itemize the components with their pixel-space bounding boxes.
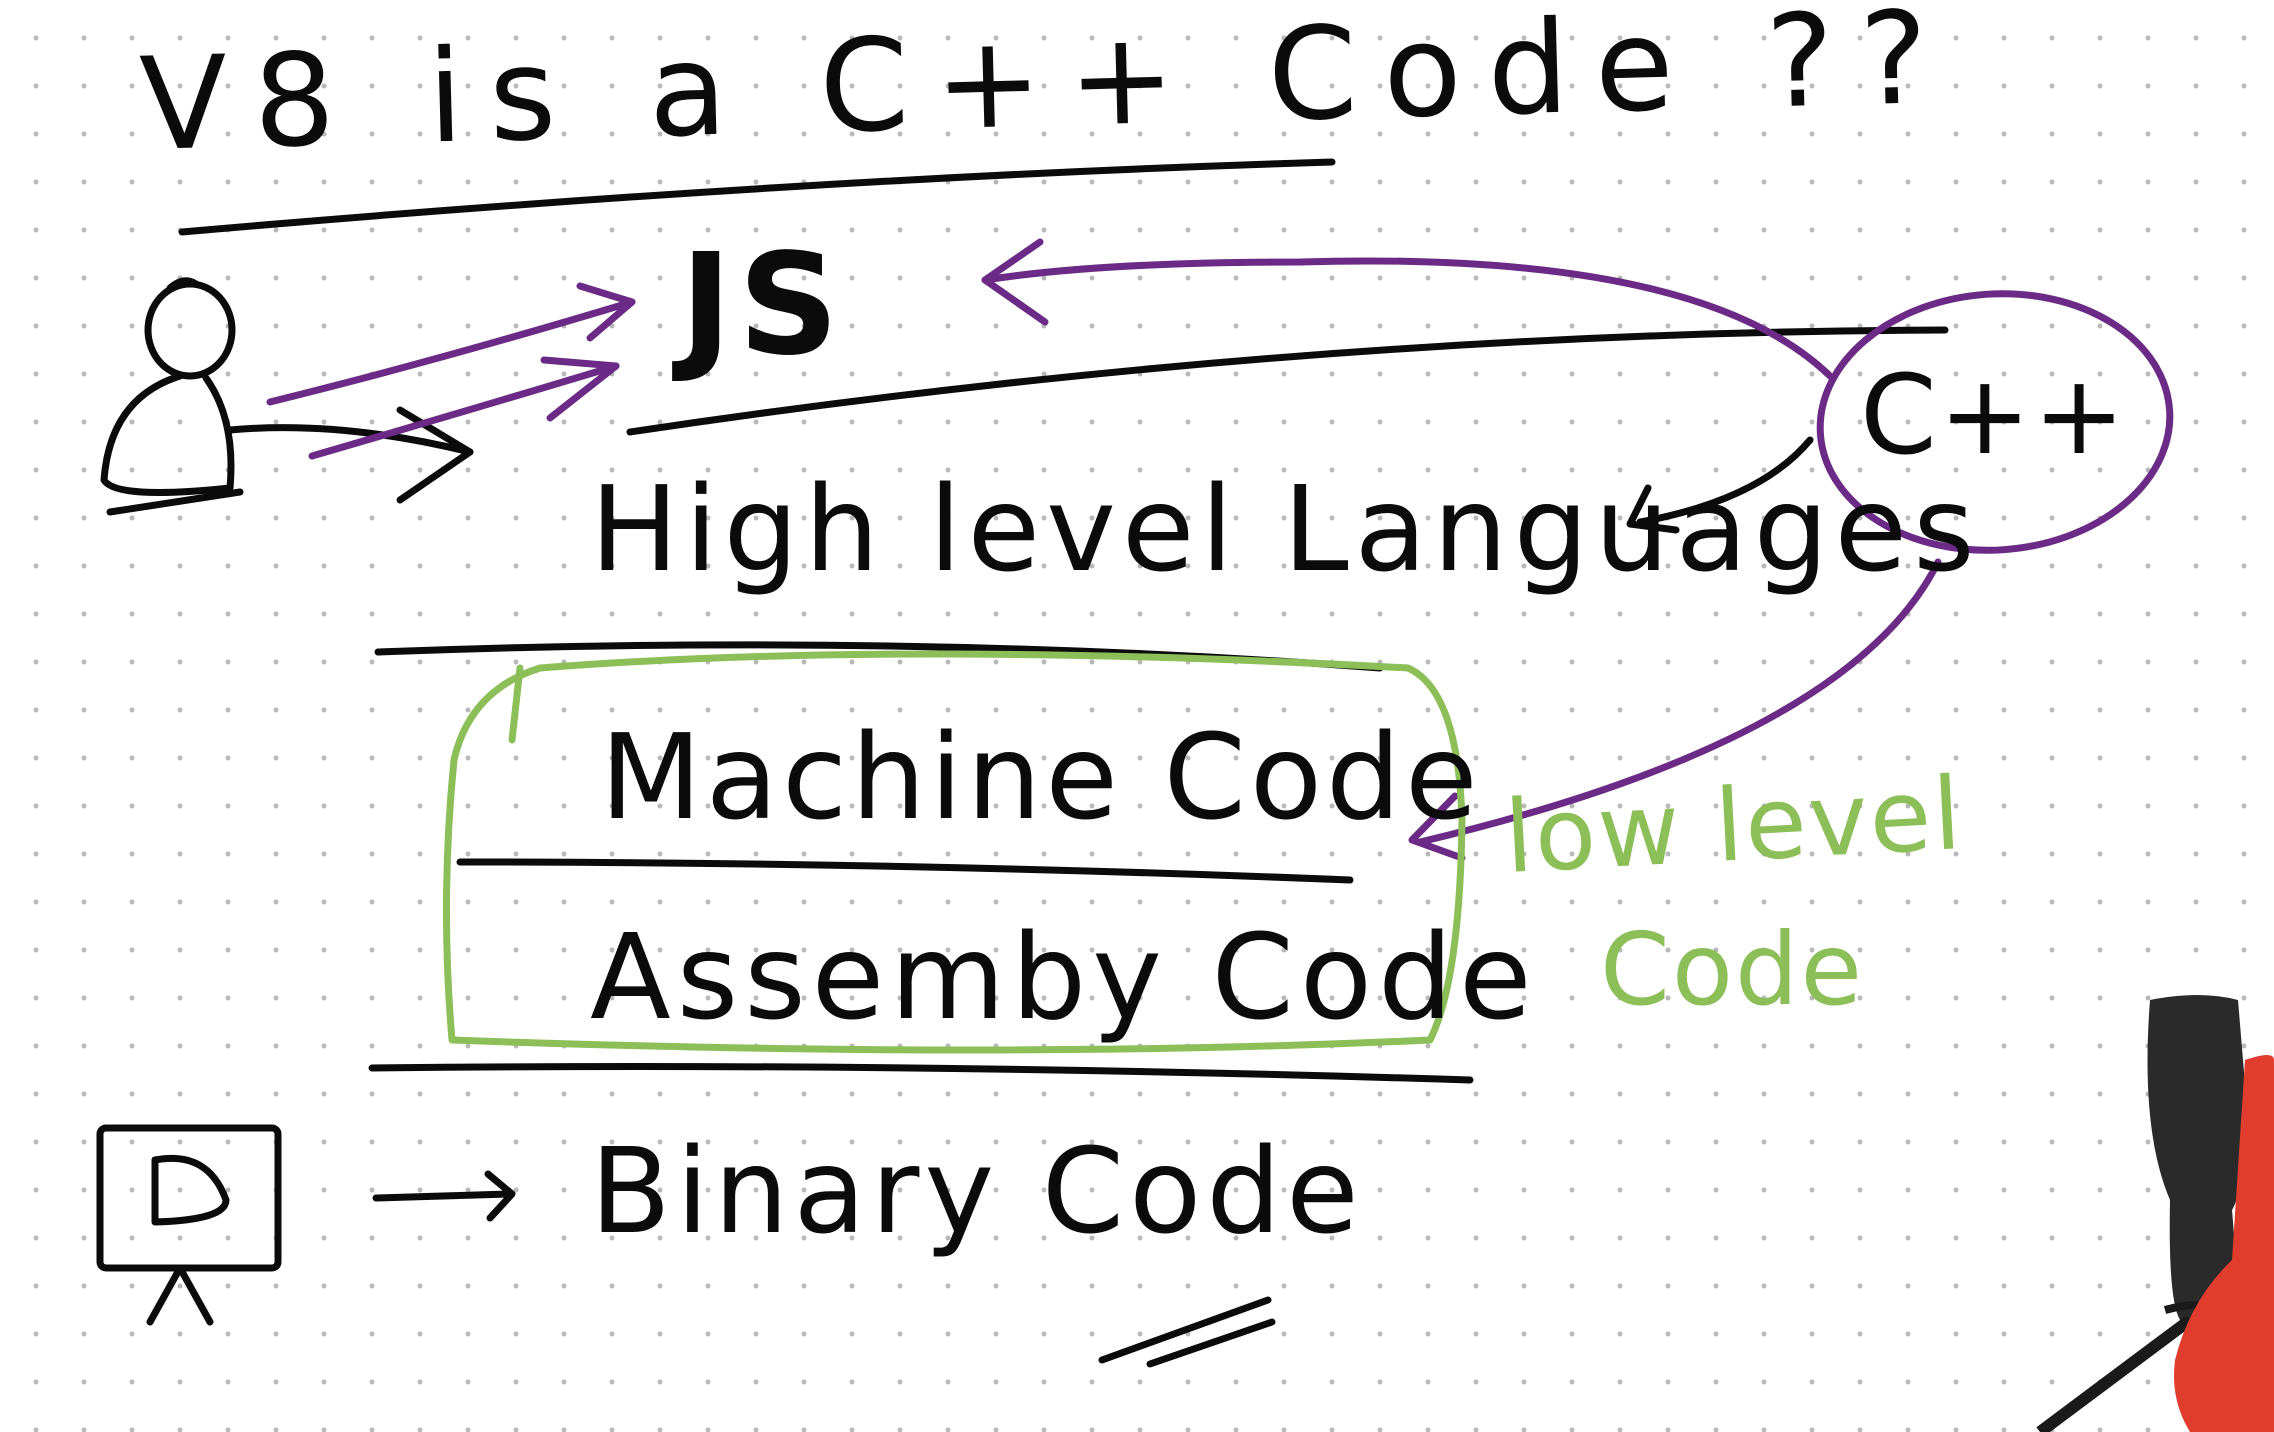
computer-to-binary-arrow: [372, 1170, 516, 1222]
machine-code-underline: [456, 858, 1354, 884]
cpp-to-js-arrow: [981, 238, 1834, 380]
assembly-code-label: Assemby Code: [590, 908, 1538, 1046]
binary-double-underline: [1098, 1296, 1272, 1364]
js-underline: [626, 326, 1949, 436]
cpp-to-high-level-arrow: [1626, 436, 1814, 534]
high-level-languages-label: High level Languages: [590, 460, 1981, 598]
purple-arrows-to-js: [266, 282, 636, 460]
low-level-box: [442, 650, 1466, 1054]
low-level-label: low level: [1501, 755, 1966, 896]
cpp-circle: [1816, 290, 2174, 554]
cpp-label: C++: [1860, 351, 2128, 479]
js-label: JS: [680, 224, 845, 387]
binary-code-label: Binary Code: [590, 1122, 1364, 1260]
person-icon: [100, 277, 474, 516]
machine-code-label: Machine Code: [600, 708, 1482, 846]
cpp-to-machine-code-arrow: [1408, 558, 1942, 862]
title-underline: [178, 158, 1336, 236]
computer-screen-icon: [96, 1124, 282, 1326]
presenter-shirt: [2174, 1055, 2274, 1432]
low-level-code-label: Code: [1600, 911, 1865, 1028]
assembly-underline: [368, 1063, 1474, 1084]
